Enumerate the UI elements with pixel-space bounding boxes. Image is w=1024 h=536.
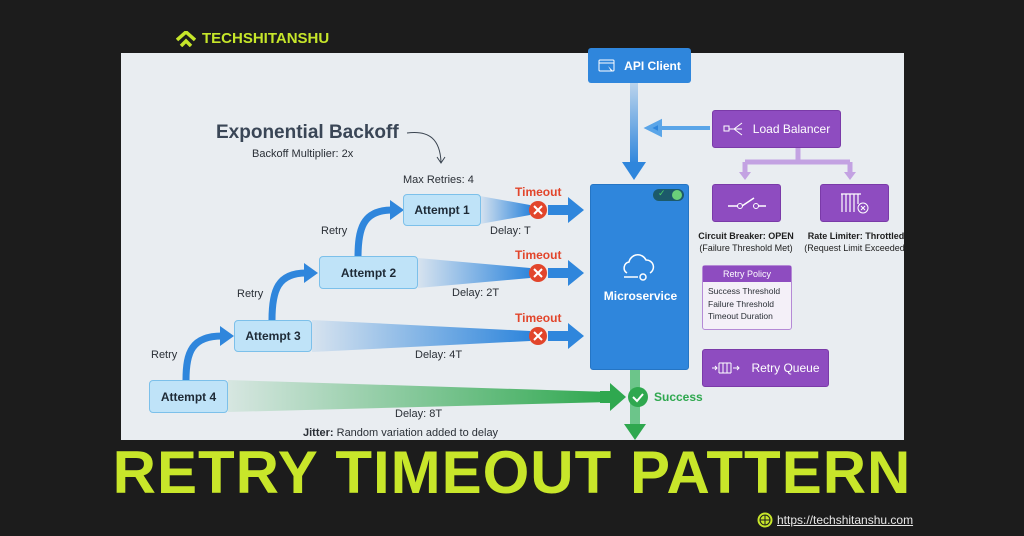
retry-curve-1 [354, 206, 393, 259]
retry-queue-label: Retry Queue [751, 361, 820, 375]
retry-arrow-1 [390, 200, 404, 220]
retry-label-2: Retry [237, 288, 264, 300]
api-arrow-head [622, 162, 646, 180]
arrow-success [600, 383, 626, 411]
delay-2: Delay: 2T [452, 287, 500, 299]
delay-beam-2 [418, 258, 530, 288]
attempt-4: Attempt 4 [149, 380, 228, 413]
arrow-1 [548, 197, 584, 223]
status-dot [672, 190, 682, 200]
heading-title: Exponential Backoff [216, 122, 399, 143]
policy-item: Failure Threshold [708, 298, 774, 309]
switch-open-icon [727, 197, 766, 209]
attempt-2: Attempt 2 [319, 256, 418, 289]
delay-beam-3 [312, 320, 530, 352]
website-link[interactable]: https://techshitanshu.com [757, 512, 913, 528]
timeout-label-3: Timeout [515, 311, 562, 325]
microservice-box: ✓ Microservice [590, 184, 689, 370]
logo-icon [176, 30, 196, 47]
retry-curve-2 [268, 269, 307, 321]
attempt-3: Attempt 3 [234, 320, 312, 352]
retry-label-3: Retry [151, 349, 178, 361]
policy-item: Timeout Duration [708, 311, 773, 321]
jitter-note: Jitter: Random variation added to delay [303, 427, 498, 439]
retry-policy-title: Retry Policy [703, 266, 791, 282]
queue-icon [712, 362, 741, 374]
retry-queue-box: Retry Queue [702, 349, 829, 387]
rate-limiter-caption: Rate Limiter: Throttled (Request Limit Ex… [800, 230, 912, 254]
circuit-breaker-title: Circuit Breaker: OPEN [698, 231, 794, 241]
arrow-3 [548, 323, 584, 349]
policy-item: Success Threshold [708, 286, 781, 296]
cloud-icon [623, 254, 655, 281]
circuit-breaker-box [712, 184, 781, 222]
pointer-arrow [406, 131, 446, 164]
retry-arrow-3 [220, 326, 234, 346]
max-retries: Max Retries: 4 [403, 174, 474, 186]
api-client-box: API Client [588, 48, 691, 83]
timeout-icon-2 [529, 264, 547, 282]
gate-blocked-icon [840, 193, 868, 214]
api-arrow-shaft [630, 78, 638, 164]
brand-name: TECHSHITANSHU [202, 30, 330, 47]
lb-arrow [643, 118, 710, 138]
success-down-arrow [624, 424, 646, 440]
arrow-2 [548, 260, 584, 286]
check-icon: ✓ [658, 188, 666, 198]
rate-limiter-title: Rate Limiter: Throttled [807, 231, 905, 241]
retry-policy-box: Retry Policy Success Threshold Failure T… [702, 265, 792, 330]
load-balancer-icon [723, 122, 743, 136]
jitter-text: Random variation added to delay [333, 427, 499, 439]
rate-limiter-sub: (Request Limit Exceeded) [804, 243, 908, 253]
timeout-icon-1 [529, 201, 547, 219]
retry-curve-3 [182, 332, 223, 381]
api-client-label: API Client [624, 58, 681, 73]
browser-cursor-icon [598, 59, 615, 71]
timeout-label-2: Timeout [515, 248, 562, 262]
retry-arrow-2 [304, 263, 318, 283]
jitter-bold: Jitter: [303, 427, 334, 439]
delay-1: Delay: T [490, 225, 531, 237]
backoff-multiplier: Backoff Multiplier: 2x [252, 148, 354, 160]
delay-beam-1 [480, 196, 530, 224]
circuit-breaker-sub: (Failure Threshold Met) [699, 243, 793, 253]
page-title: RETRY TIMEOUT PATTERN [112, 439, 912, 506]
attempt-1: Attempt 1 [403, 194, 481, 226]
website-url[interactable]: https://techshitanshu.com [777, 513, 914, 527]
globe-icon [757, 512, 773, 528]
delay-3: Delay: 4T [415, 349, 463, 361]
delay-beam-4 [228, 380, 610, 412]
retry-label-1: Retry [321, 225, 348, 237]
lb-branches [742, 148, 853, 174]
delay-4: Delay: 8T [395, 408, 443, 420]
circuit-breaker-caption: Circuit Breaker: OPEN (Failure Threshold … [690, 230, 802, 254]
health-toggle: ✓ [653, 188, 684, 201]
brand-logo: TECHSHITANSHU [176, 30, 329, 47]
load-balancer-box: Load Balancer [712, 110, 841, 148]
timeout-icon-3 [529, 327, 547, 345]
timeout-label-1: Timeout [515, 185, 562, 199]
microservice-label: Microservice [603, 289, 678, 303]
success-label: Success [654, 390, 703, 404]
load-balancer-label: Load Balancer [752, 122, 831, 136]
success-icon [628, 387, 648, 407]
rate-limiter-box [820, 184, 889, 222]
